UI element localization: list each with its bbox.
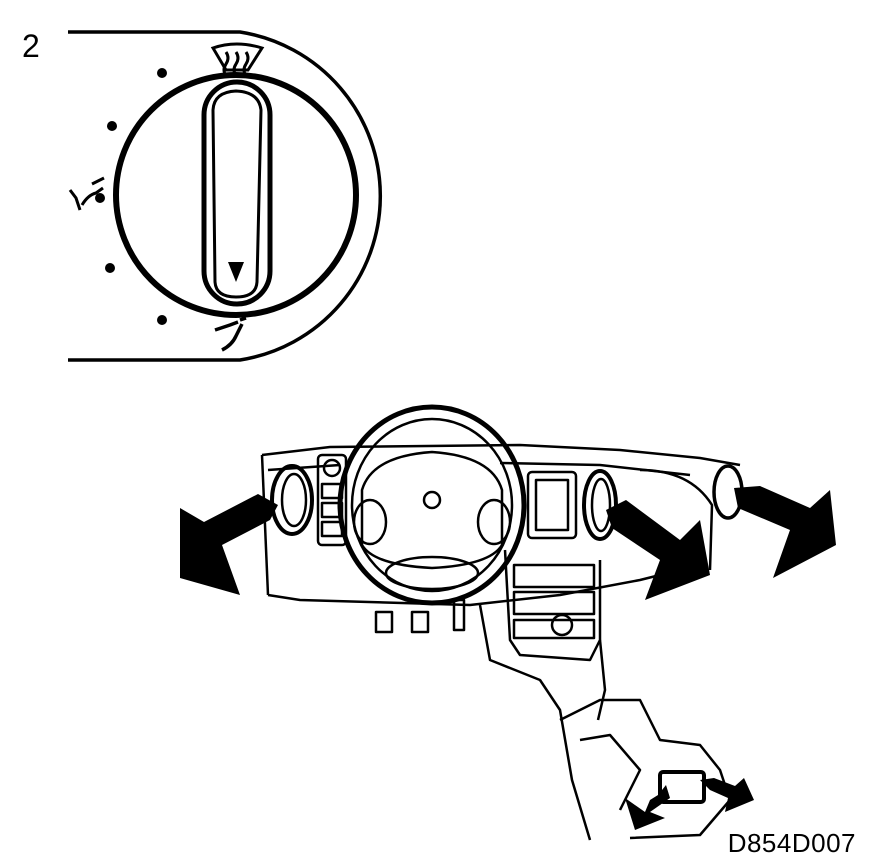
center-vent-arrow [606, 500, 710, 600]
indicator-arrow-icon [228, 262, 244, 282]
rear-console [559, 698, 732, 840]
center-display [526, 470, 578, 540]
rear-left-arrow [625, 785, 670, 830]
dashboard-top [261, 443, 741, 467]
dashboard-left-end [260, 454, 270, 596]
knob-handle-inner [211, 89, 263, 299]
right-side-vent-arrow [734, 486, 836, 578]
step-number: 2 [22, 28, 40, 64]
detent-dot [95, 193, 105, 203]
steering-wheel [337, 404, 527, 606]
knob-handle [201, 79, 273, 307]
airflow-arrows [180, 486, 836, 830]
detent-dot [157, 68, 167, 78]
console-tunnel [478, 604, 592, 841]
light-switch-cluster [316, 453, 348, 547]
steering-hub [360, 450, 504, 570]
face-vent-icon [68, 176, 105, 211]
rear-vent [658, 770, 706, 804]
control-knob-panel [68, 30, 383, 362]
pedal [452, 598, 466, 632]
figure-code: D854D007 [727, 828, 856, 858]
pedal [410, 610, 430, 634]
detent-dots [95, 68, 167, 325]
center-console [503, 549, 602, 662]
detent-dot [105, 263, 115, 273]
defrost-icon [210, 42, 265, 77]
detent-dot [107, 121, 117, 131]
left-side-vent-arrow [180, 494, 278, 595]
left-side-vent [270, 464, 314, 536]
dashboard [260, 404, 744, 841]
pedal [374, 610, 394, 634]
detent-dot [157, 315, 167, 325]
rear-right-arrow [700, 778, 754, 812]
horn-pad [384, 555, 480, 591]
dashboard-fascia [267, 461, 691, 477]
floor-vent-icon [214, 316, 247, 352]
panel-outline [68, 30, 383, 362]
